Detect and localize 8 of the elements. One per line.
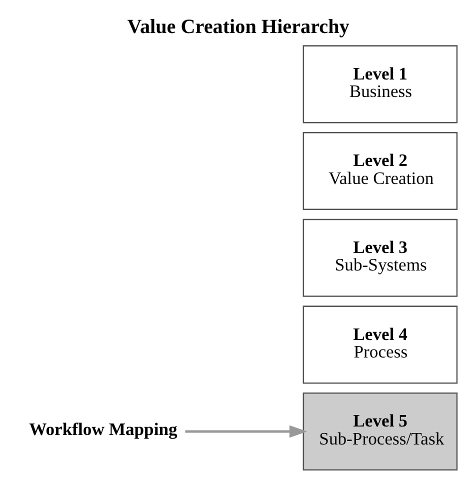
node-box: Level 2 Value Creation (302, 132, 458, 210)
node-box: Level 1 Business (302, 45, 458, 124)
node-text: Workflow Mapping (28, 418, 177, 439)
node-box: Level 3 Sub-Systems (302, 218, 458, 297)
node-box: Level 5 Sub-Process/Task (302, 392, 458, 471)
arrow (184, 425, 307, 438)
node-box: Level 4 Process (302, 306, 458, 384)
diagram-title: Value Creation Hierarchy (126, 16, 349, 38)
